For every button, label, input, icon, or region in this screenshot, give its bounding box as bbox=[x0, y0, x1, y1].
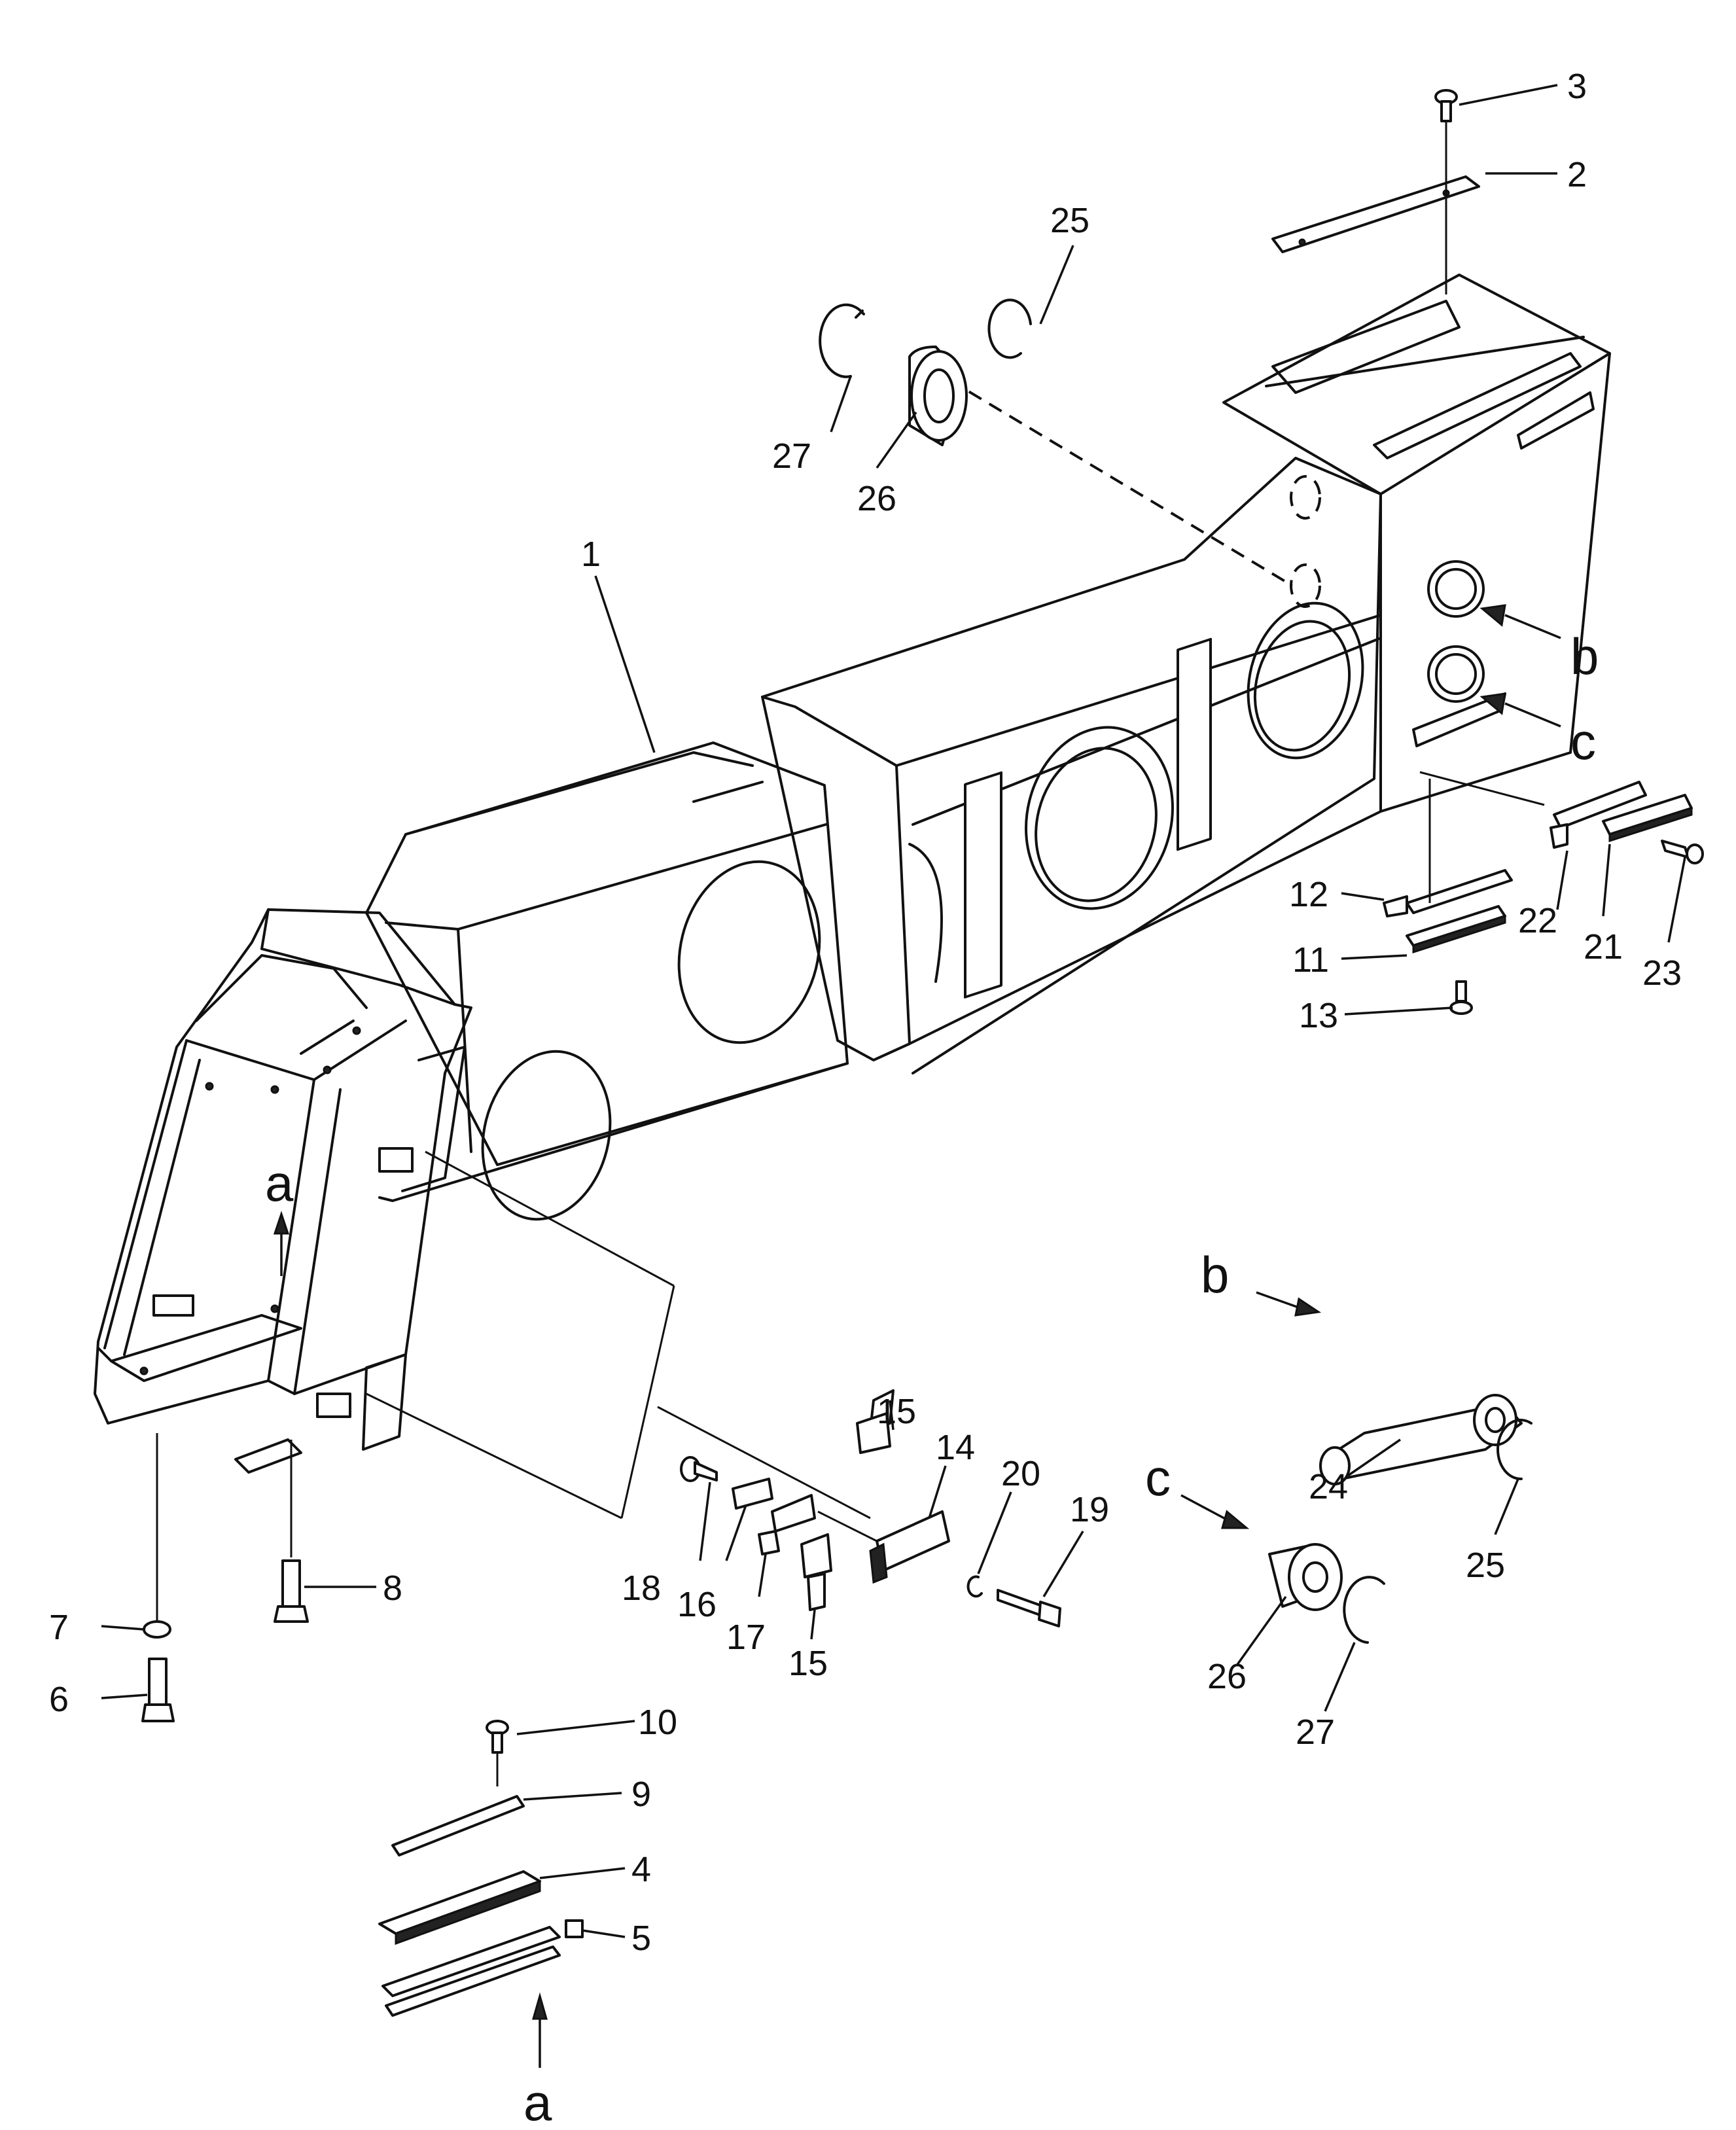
callout-15-lower: 15 bbox=[788, 1644, 828, 1683]
part-10-screw bbox=[486, 1720, 509, 1786]
part-24-pin bbox=[1319, 1394, 1523, 1485]
callout-1: 1 bbox=[581, 535, 601, 574]
part-19-bolt bbox=[997, 1589, 1061, 1627]
view-arrow-b-right bbox=[1479, 604, 1561, 639]
callout-27-lower: 27 bbox=[1296, 1713, 1335, 1752]
callout-18: 18 bbox=[622, 1569, 661, 1608]
callout-10: 10 bbox=[638, 1703, 677, 1742]
view-arrow-a-top bbox=[273, 1211, 290, 1276]
callout-4: 4 bbox=[631, 1850, 651, 1889]
callout-26-lower: 26 bbox=[1207, 1657, 1247, 1696]
letter-c-right: c bbox=[1570, 713, 1596, 770]
part-27-snap-ring-top bbox=[819, 303, 865, 378]
callout-19: 19 bbox=[1070, 1490, 1109, 1529]
view-arrow-b-pin bbox=[1256, 1291, 1322, 1317]
part-20-washer bbox=[966, 1575, 983, 1598]
part-11-slide-plate bbox=[1406, 905, 1506, 954]
callout-17: 17 bbox=[726, 1618, 766, 1657]
letter-c-bush: c bbox=[1145, 1449, 1171, 1506]
callout-3: 3 bbox=[1567, 67, 1587, 106]
callout-leaders bbox=[101, 84, 1686, 1938]
callout-25-lower: 25 bbox=[1466, 1546, 1505, 1585]
callout-labels: 1 2 3 4 5 6 7 8 9 10 11 12 13 14 15 15 1… bbox=[49, 67, 1682, 1958]
part-2-plate bbox=[1271, 175, 1480, 253]
callout-26-top: 26 bbox=[857, 479, 896, 518]
callout-15-upper: 15 bbox=[877, 1392, 916, 1431]
part-26-bushing-lower bbox=[1268, 1543, 1343, 1611]
view-arrow-a-bottom bbox=[532, 1992, 548, 2068]
letter-b-pin: b bbox=[1201, 1246, 1229, 1304]
part-16-plate bbox=[732, 1478, 773, 1510]
part-15-shim-lower bbox=[800, 1533, 832, 1611]
callout-14: 14 bbox=[936, 1428, 975, 1467]
part-23-screw bbox=[1661, 840, 1704, 864]
callout-20: 20 bbox=[1001, 1454, 1040, 1493]
callout-8: 8 bbox=[383, 1569, 402, 1608]
callout-27-top: 27 bbox=[772, 436, 811, 476]
part-14-bracket bbox=[817, 1510, 950, 1584]
part-26-bushing-top bbox=[908, 346, 968, 446]
letter-b-right: b bbox=[1570, 628, 1599, 685]
callout-25-top: 25 bbox=[1050, 201, 1089, 240]
callout-11: 11 bbox=[1292, 940, 1329, 980]
view-arrow-c-right bbox=[1479, 692, 1561, 728]
part-25-snap-ring-lower bbox=[1497, 1419, 1532, 1481]
boom-box-assembly bbox=[365, 274, 1611, 1221]
part-6-bolt bbox=[141, 1658, 175, 1722]
part-15-shim-upper bbox=[856, 1389, 895, 1454]
letter-a-top: a bbox=[265, 1154, 294, 1212]
part-21-plate bbox=[1602, 794, 1693, 843]
part-25-snap-ring-top bbox=[987, 298, 1032, 359]
part-9-plate bbox=[391, 1795, 525, 1856]
callout-24: 24 bbox=[1309, 1467, 1348, 1506]
part-8-bolt bbox=[274, 1440, 309, 1623]
letter-a-bottom: a bbox=[523, 2074, 552, 2130]
part-17-shim bbox=[758, 1494, 816, 1555]
callout-22: 22 bbox=[1518, 901, 1557, 940]
part-4-plate bbox=[378, 1870, 541, 1945]
callout-6: 6 bbox=[49, 1680, 69, 1719]
part-13-screw bbox=[1449, 980, 1473, 1015]
part-3-screw bbox=[1434, 89, 1458, 294]
part-22-plate bbox=[1550, 781, 1647, 849]
callout-21: 21 bbox=[1584, 927, 1623, 967]
part-27-snap-ring-lower bbox=[1343, 1576, 1385, 1644]
callout-7: 7 bbox=[49, 1608, 69, 1647]
callout-2: 2 bbox=[1567, 155, 1587, 194]
part-18-bolt bbox=[680, 1456, 718, 1482]
callout-5: 5 bbox=[631, 1919, 651, 1958]
callout-12: 12 bbox=[1289, 875, 1328, 914]
callout-13: 13 bbox=[1299, 996, 1338, 1035]
part-5-shim bbox=[381, 1919, 584, 2017]
view-arrow-c-bush bbox=[1180, 1494, 1250, 1529]
callout-23: 23 bbox=[1642, 953, 1682, 993]
callout-16: 16 bbox=[677, 1585, 717, 1624]
part-7-washer bbox=[143, 1433, 171, 1639]
view-letters: a a b c b c bbox=[265, 628, 1599, 2130]
callout-9: 9 bbox=[631, 1775, 651, 1814]
boom-foot-bracket bbox=[94, 908, 675, 1519]
part-12-slide-plate bbox=[1383, 869, 1513, 917]
